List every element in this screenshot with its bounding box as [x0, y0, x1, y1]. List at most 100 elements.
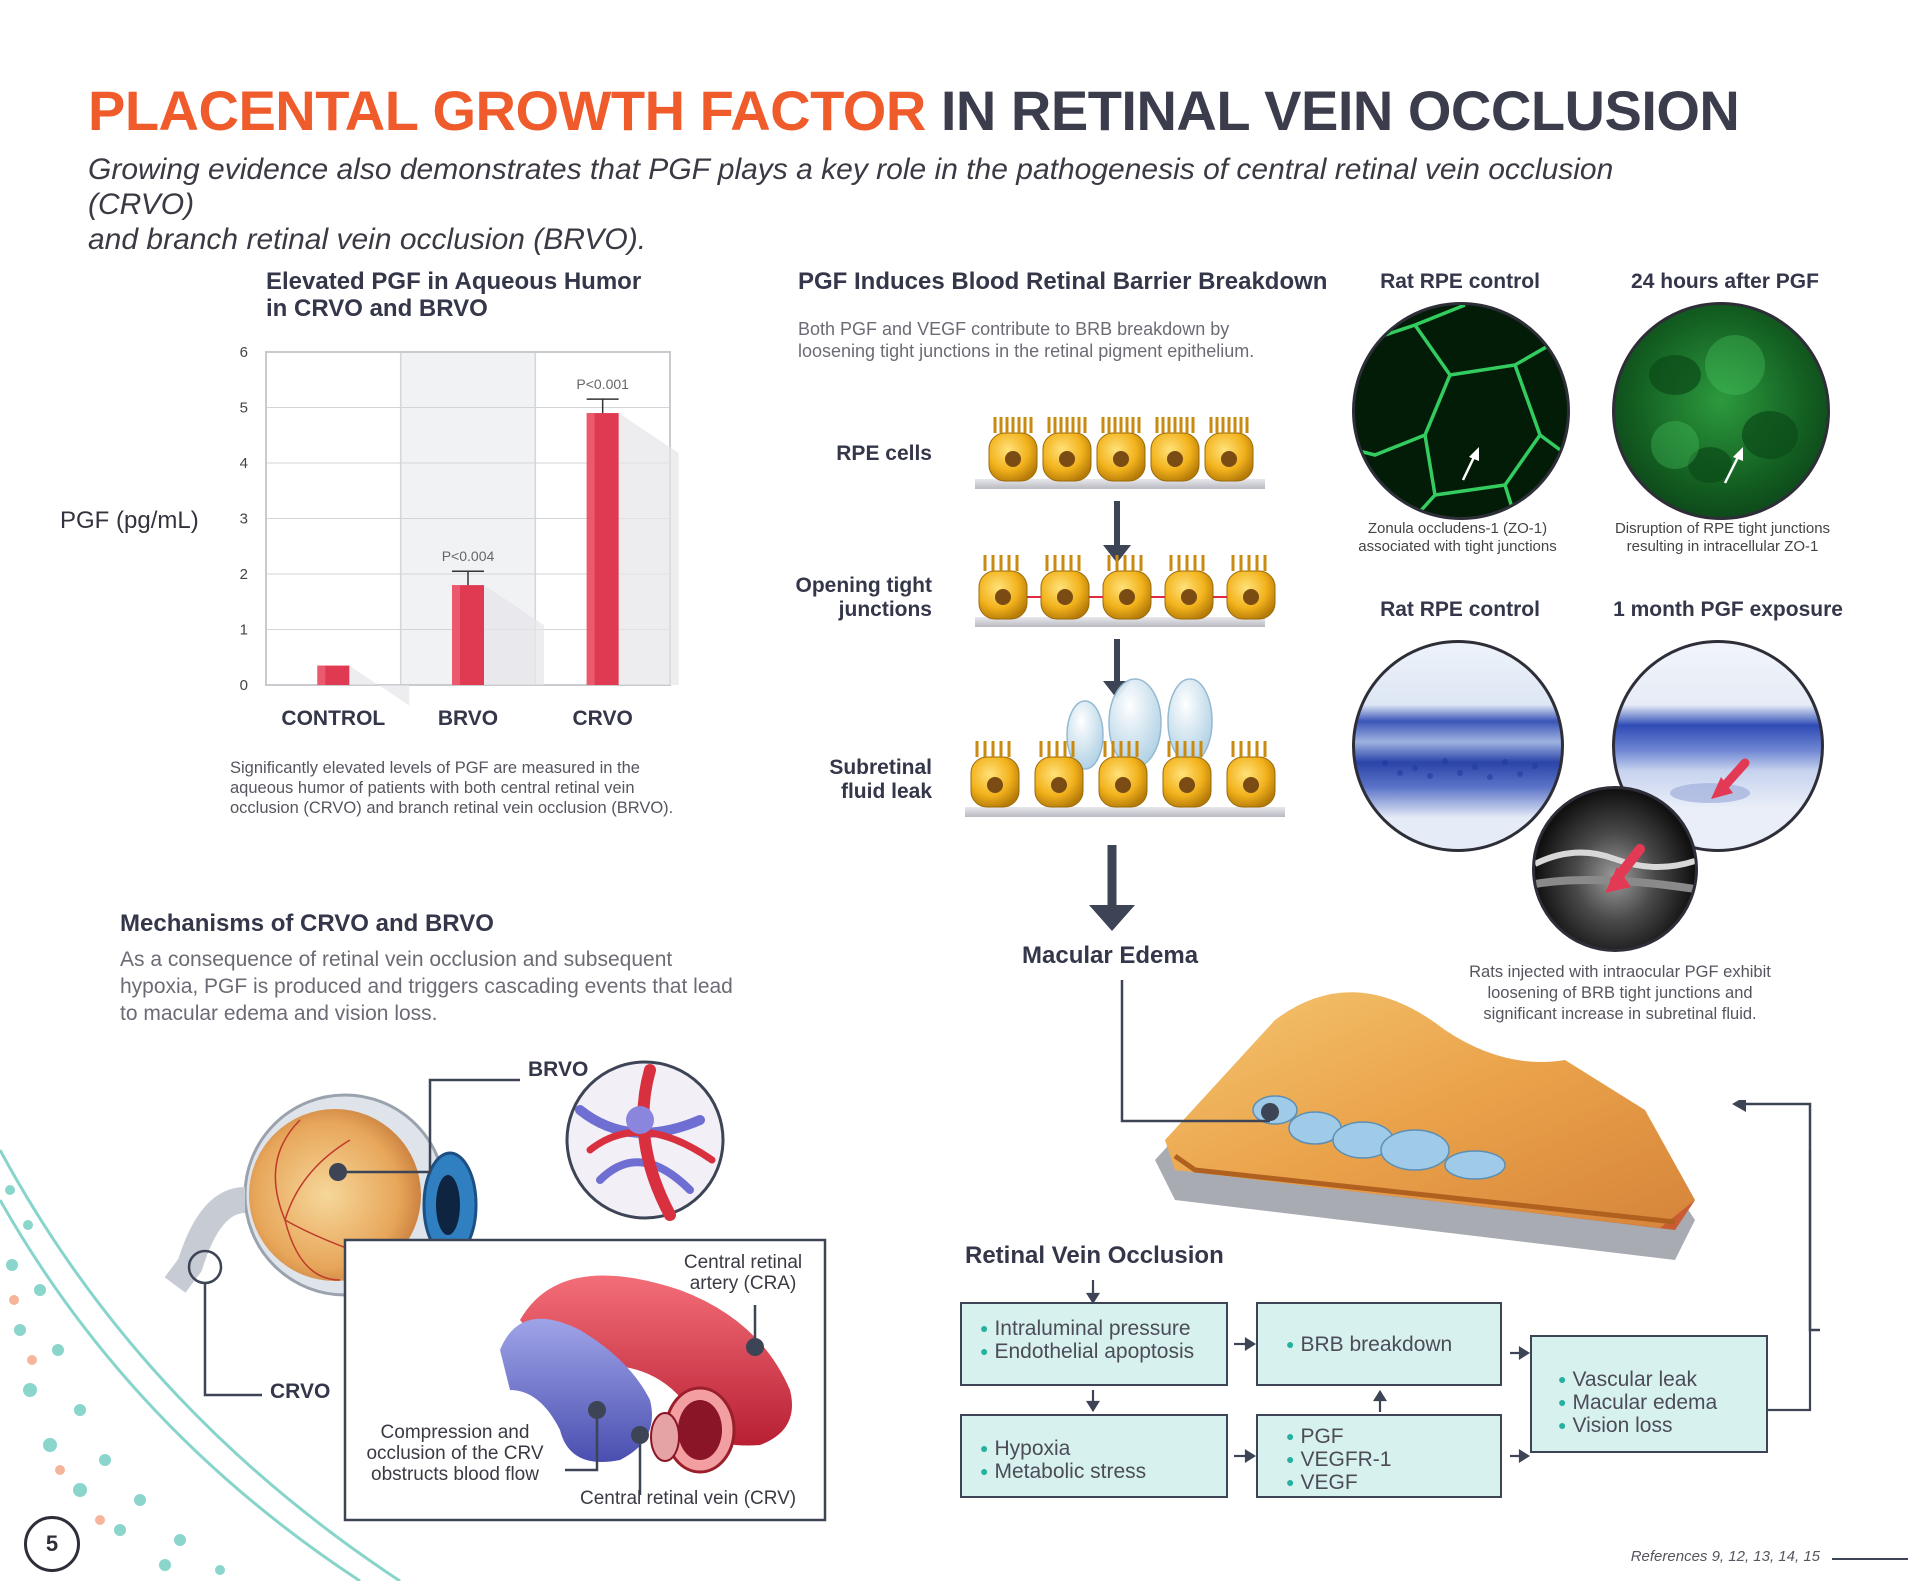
bar-highlight	[586, 413, 595, 685]
micrograph-title-top-right: 24 hours after PGF	[1631, 270, 1819, 293]
mechanisms-body: As a consequence of retinal vein occlusi…	[120, 946, 800, 1027]
p-value-label: P<0.001	[576, 376, 629, 392]
micrograph-title-bottom-right: 1 month PGF exposure	[1613, 598, 1843, 621]
rpe-row-fluid	[965, 678, 1285, 817]
mechanisms-body-line-1: As a consequence of retinal vein occlusi…	[120, 948, 673, 971]
y-tick-label: 5	[240, 400, 248, 417]
flow-item-vegfr1: VEGFR-1	[1286, 1449, 1500, 1472]
flow-item-vascular-leak: Vascular leak	[1558, 1369, 1766, 1392]
chart-heading: Elevated PGF in Aqueous Humor in CRVO an…	[266, 268, 641, 322]
y-tick-label: 2	[240, 566, 248, 583]
mechanisms-body-line-3: to macular edema and vision loss.	[120, 1002, 438, 1025]
histology-layers	[1382, 758, 1538, 780]
macular-edema-connector	[1120, 980, 1270, 1123]
oct-arrow-icon	[1605, 867, 1631, 893]
label-compression-line-1: Compression and	[380, 1422, 530, 1443]
chart-heading-line-2: in CRVO and BRVO	[266, 295, 488, 322]
label-compression-line-3: obstructs blood flow	[371, 1464, 539, 1485]
micrograph-caption-top-left: Zonula occludens-1 (ZO-1) associated wit…	[1335, 520, 1580, 556]
macular-tissue-illustration	[1155, 992, 1695, 1260]
chart-heading-line-1: Elevated PGF in Aqueous Humor	[266, 268, 642, 295]
y-tick-label: 1	[240, 622, 248, 639]
flow-heading: Retinal Vein Occlusion	[965, 1242, 1224, 1269]
flow-item-vision-loss: Vision loss	[1558, 1415, 1766, 1438]
label-rpe-cells: RPE cells	[836, 442, 932, 465]
brb-heading: PGF Induces Blood Retinal Barrier Breakd…	[798, 268, 1328, 295]
label-compression-line-2: occlusion of the CRV	[366, 1443, 544, 1464]
y-axis-label: PGF (pg/mL)	[60, 507, 199, 534]
intro-line-2: and branch retinal vein occlusion (BRVO)…	[88, 223, 647, 256]
label-cra: Central retinal artery (CRA)	[668, 1252, 818, 1294]
flow-item-pgf: PGF	[1286, 1426, 1500, 1449]
x-tick-label: CRVO	[573, 707, 633, 730]
bar-shadow	[484, 585, 544, 685]
flow-item-apoptosis: Endothelial apoptosis	[980, 1341, 1226, 1364]
red-arrow-icon	[1711, 777, 1733, 799]
flow-box-hypoxia: Hypoxia Metabolic stress	[960, 1414, 1228, 1498]
rats-caption-line-1: Rats injected with intraocular PGF exhib…	[1469, 963, 1771, 981]
tight-junction-network	[1355, 305, 1567, 517]
title-accent: PLACENTAL GROWTH FACTOR	[88, 79, 926, 142]
label-crv: Central retinal vein (CRV)	[580, 1488, 797, 1509]
flow-item-metabolic: Metabolic stress	[980, 1461, 1226, 1484]
feedback-arrow	[1732, 1100, 1820, 1332]
chart-caption-line-3: occlusion (CRVO) and branch retinal vein…	[230, 799, 674, 817]
title-rest: IN RETINAL VEIN OCCLUSION	[940, 79, 1740, 142]
flow-item-vegf: VEGF	[1286, 1472, 1500, 1495]
bar-highlight	[317, 665, 326, 685]
rpe-row-normal	[975, 417, 1265, 489]
rpe-row-opening	[975, 555, 1276, 627]
y-tick-label: 4	[240, 455, 248, 472]
micrograph-caption-bottom: Rats injected with intraocular PGF exhib…	[1390, 962, 1850, 1025]
decorative-dot-pattern	[5, 1185, 225, 1575]
references: References 9, 12, 13, 14, 15	[1630, 1548, 1820, 1565]
oct-scan	[1532, 786, 1698, 952]
histology-pgf-month	[1612, 640, 1824, 852]
y-tick-label: 0	[240, 677, 248, 694]
flow-item-brb-breakdown: BRB breakdown	[1286, 1334, 1500, 1357]
brb-body-line-1: Both PGF and VEGF contribute to BRB brea…	[798, 319, 1230, 339]
page-number: 5	[24, 1516, 80, 1572]
flow-box-pgf: PGF VEGFR-1 VEGF	[1256, 1414, 1502, 1498]
chart-caption-line-1: Significantly elevated levels of PGF are…	[230, 759, 640, 777]
brb-body-line-2: loosening tight junctions in the retinal…	[798, 341, 1255, 361]
intro-text: Growing evidence also demonstrates that …	[88, 152, 1648, 257]
flow-item-hypoxia: Hypoxia	[980, 1438, 1226, 1461]
flow-box-outcomes: Vascular leak Macular edema Vision loss	[1530, 1335, 1768, 1453]
eye-anatomy-illustration	[0, 1060, 827, 1581]
macular-edema-label: Macular Edema	[1022, 942, 1199, 969]
rpe-cell-diagram	[965, 417, 1285, 931]
bar-shadow	[349, 665, 410, 706]
y-tick-label: 3	[240, 511, 248, 528]
label-fluid-line-1: Subretinal	[829, 756, 932, 779]
label-cra-line-1: Central retinal	[683, 1252, 803, 1273]
disrupted-junctions	[1649, 335, 1798, 484]
label-opening-junctions: Opening tight junctions	[700, 574, 932, 622]
intro-line-1: Growing evidence also demonstrates that …	[88, 153, 1614, 221]
micrograph-zo1-control	[1352, 302, 1570, 520]
zo1-caption-line-1: Zonula occludens-1 (ZO-1)	[1367, 520, 1548, 537]
flow-arrows	[1086, 1150, 1812, 1463]
label-compression: Compression and occlusion of the CRV obs…	[350, 1422, 560, 1485]
bar-highlight	[452, 585, 460, 685]
label-opening-line-2: junctions	[838, 598, 932, 621]
flow-item-intraluminal: Intraluminal pressure	[980, 1318, 1226, 1341]
page-title: PLACENTAL GROWTH FACTOR IN RETINAL VEIN …	[88, 78, 1740, 143]
micrograph-24h-pgf	[1612, 302, 1830, 520]
chart-caption: Significantly elevated levels of PGF are…	[230, 758, 750, 818]
mechanisms-heading: Mechanisms of CRVO and BRVO	[120, 910, 494, 937]
p-value-label: P<0.004	[442, 548, 495, 564]
edema-pointer-dot	[1261, 1103, 1279, 1121]
label-brvo: BRVO	[528, 1058, 589, 1081]
flow-item-macular-edema: Macular edema	[1558, 1392, 1766, 1415]
footer-rule	[1832, 1558, 1908, 1560]
disruption-caption-line-1: Disruption of RPE tight junctions	[1614, 520, 1831, 537]
zo1-caption-line-2: associated with tight junctions	[1358, 538, 1557, 555]
label-subretinal-fluid: Subretinal fluid leak	[700, 756, 932, 804]
mechanisms-body-line-2: hypoxia, PGF is produced and triggers ca…	[120, 975, 733, 998]
down-arrow-1	[1103, 545, 1131, 563]
label-crvo: CRVO	[270, 1380, 331, 1403]
disruption-caption-line-2: resulting in intracellular ZO-1	[1626, 538, 1819, 555]
label-fluid-line-2: fluid leak	[840, 780, 932, 803]
